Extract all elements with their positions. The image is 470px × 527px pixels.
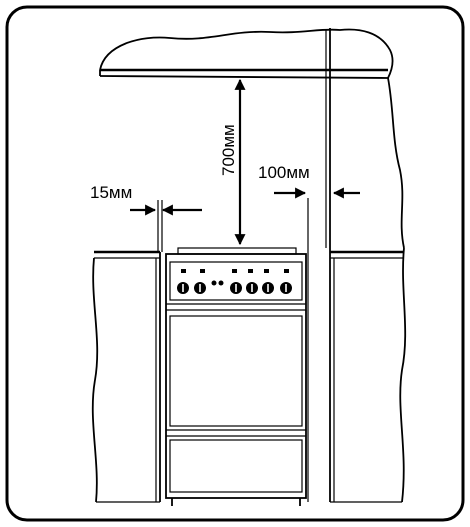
dimension-100: 100мм (258, 163, 360, 199)
storage-drawer (169, 439, 303, 493)
stove (165, 247, 307, 506)
indicator-lights (181, 269, 289, 286)
dimension-label-700: 700мм (219, 124, 238, 176)
tall-cabinet-right (325, 28, 405, 249)
dimension-700: 700мм (219, 78, 246, 246)
dimension-label-100: 100мм (258, 163, 310, 182)
oven-door (169, 315, 303, 427)
control-knobs (177, 282, 292, 294)
lower-cabinet-left (91, 250, 161, 503)
lower-cabinet-right (329, 247, 407, 503)
dimension-15: 15мм (90, 183, 202, 252)
dimension-label-15: 15мм (90, 183, 132, 202)
diagram-frame (5, 5, 465, 522)
control-panel (169, 261, 303, 301)
stove-body (165, 253, 307, 499)
upper-cabinet (99, 28, 394, 79)
